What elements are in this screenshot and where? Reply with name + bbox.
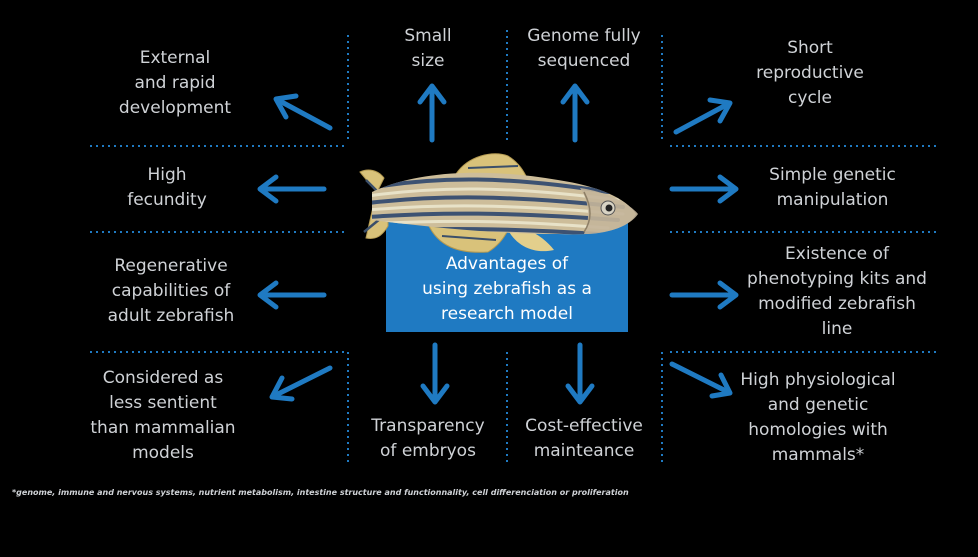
arrow-up-genome	[560, 83, 590, 143]
arrow-left-regenerative	[257, 280, 327, 310]
arrow-left-fecundity	[257, 174, 327, 204]
arrow-downleft-sentient	[269, 365, 333, 402]
arrow-right-phenotyping	[669, 280, 739, 310]
arrow-right-genetic	[669, 174, 739, 204]
center-title: Advantages of using zebrafish as a resea…	[422, 254, 592, 324]
arrow-upleft-external	[273, 93, 333, 131]
label-transparency: Transparency of embryos	[371, 416, 485, 461]
arrow-downright-homologies	[669, 361, 733, 399]
label-homologies: High physiological and genetic homologie…	[740, 370, 896, 465]
label-phenotyping-kits: Existence of phenotyping kits and modifi…	[747, 244, 927, 339]
label-genetic-manipulation: Simple genetic manipulation	[769, 165, 896, 210]
label-reproductive-cycle: Short reproductive cycle	[756, 38, 864, 108]
footnote: *genome, immune and nervous systems, nut…	[12, 488, 629, 497]
arrow-upright-reproductive	[673, 97, 733, 135]
zebrafish-image	[359, 153, 638, 253]
arrow-down-transparency	[420, 342, 450, 405]
label-genome: Genome fully sequenced	[527, 26, 641, 71]
arrow-down-cost	[565, 342, 595, 405]
label-small-size: Small size	[404, 26, 452, 71]
label-external-development: External and rapid development	[118, 48, 232, 118]
arrow-up-small-size	[417, 83, 447, 143]
label-regenerative: Regenerative capabilities of adult zebra…	[107, 256, 235, 326]
label-fecundity: High fecundity	[127, 165, 207, 210]
label-cost-effective: Cost-effective mainteance	[525, 416, 643, 461]
label-less-sentient: Considered as less sentient than mammali…	[90, 368, 236, 463]
